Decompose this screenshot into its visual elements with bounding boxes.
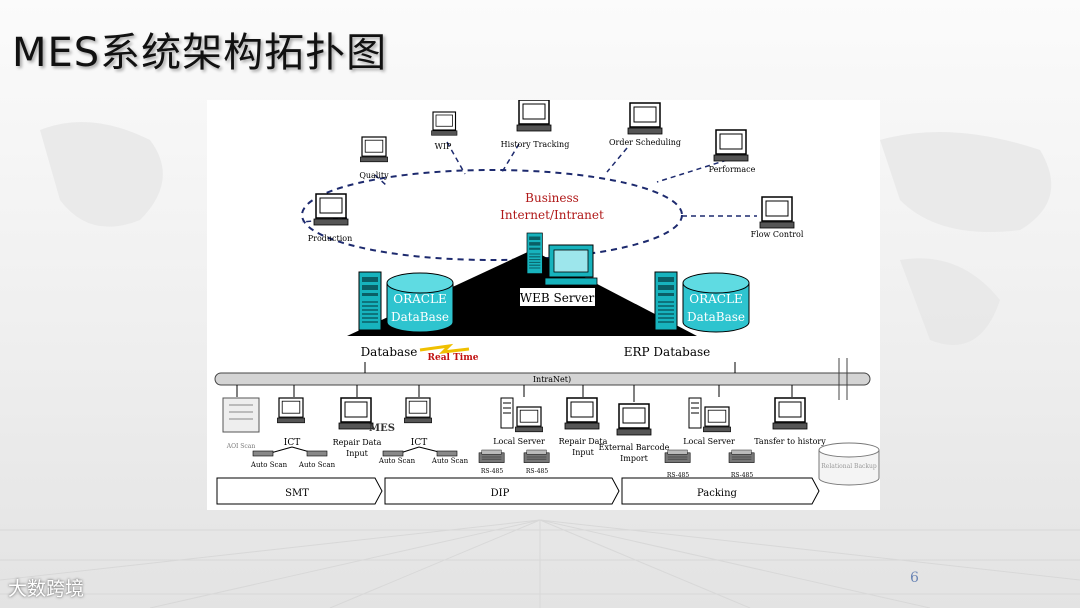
erp-database: ORACLE DataBase ERP Database — [624, 271, 750, 359]
production-terminal: Production — [308, 193, 353, 243]
external-barcode-import: External Barcode Import — [599, 403, 670, 463]
oracle-left-1: ORACLE — [393, 292, 446, 306]
rs485-2: RS-485 — [526, 468, 549, 475]
production-label: Production — [308, 234, 353, 243]
rs485-3: RS-485 — [667, 472, 690, 479]
stage-dip-label: DIP — [491, 488, 510, 499]
mes-label: MES — [369, 423, 395, 434]
wip-label: WIP — [435, 142, 452, 151]
erp-database-label: ERP Database — [624, 345, 711, 359]
cloud-label-2: Internet/Intranet — [500, 208, 604, 222]
stage-arrow-dip: DIP — [384, 477, 620, 505]
aoi-scan-machine: AOI Scan — [222, 397, 260, 450]
ext-barcode-label-1: External Barcode — [599, 443, 670, 452]
auto-scan-1: Auto Scan — [250, 461, 288, 469]
order-label: Order Scheduling — [609, 138, 681, 147]
intranet-bus — [214, 372, 871, 386]
transfer-to-history: Tansfer to history — [754, 397, 826, 446]
database-label: Database — [361, 345, 418, 359]
performance-terminal: Performace — [709, 129, 756, 174]
history-tracking-terminal: History Tracking — [501, 99, 570, 149]
auto-scan-3: Auto Scan — [378, 457, 416, 465]
wip-terminal: WIP — [430, 111, 458, 151]
stage-arrow-smt: SMT — [216, 477, 383, 505]
history-database: Relational Backup — [818, 442, 880, 486]
quality-terminal: Quality — [359, 136, 389, 180]
auto-scan-2: Auto Scan — [298, 461, 336, 469]
local-server-2-label: Local Server — [683, 437, 735, 446]
watermark-logo: 大数跨境 — [8, 578, 85, 600]
rs485-1: RS-485 — [481, 468, 504, 475]
web-server: WEB Server — [520, 232, 598, 306]
local-server-1-label: Local Server — [493, 437, 545, 446]
rs485-4: RS-485 — [731, 472, 754, 479]
flow-control-label: Flow Control — [751, 230, 804, 239]
realtime-link-icon — [419, 343, 470, 354]
flow-control-terminal: Flow Control — [751, 196, 804, 239]
ict2-label: ICT — [411, 438, 427, 448]
repair1-label-1: Repair Data — [333, 438, 382, 447]
oracle-right-1: ORACLE — [689, 292, 742, 306]
ict-station-1: ICT Auto Scan Auto Scan — [250, 397, 336, 469]
stage-smt-label: SMT — [285, 488, 309, 499]
order-scheduling-terminal: Order Scheduling — [609, 102, 681, 147]
repair2-label-1: Repair Data — [559, 437, 608, 446]
mes-topology-diagram: Business Internet/Intranet Quality WIP H… — [207, 99, 880, 510]
business-intranet-cloud — [301, 169, 683, 261]
slide-title: MES系统架构拓扑图 — [12, 30, 388, 76]
page-number: 6 — [910, 570, 919, 586]
history-db-label: Relational Backup — [821, 463, 877, 470]
ext-barcode-label-2: Import — [620, 454, 649, 463]
aoi-label: AOI Scan — [226, 443, 256, 450]
mes-database: ORACLE DataBase Database — [358, 271, 454, 359]
oracle-left-2: DataBase — [391, 310, 449, 324]
transfer-label: Tansfer to history — [754, 437, 826, 446]
performance-label: Performace — [709, 165, 756, 174]
stage-arrow-packing: Packing — [621, 477, 820, 505]
local-server-2: Local Server RS-485 RS-485 — [664, 397, 755, 479]
quality-label: Quality — [359, 171, 389, 180]
web-server-label: WEB Server — [520, 291, 595, 305]
cloud-label-1: Business — [525, 191, 579, 205]
local-server-1: Local Server RS-485 RS-485 — [478, 397, 550, 475]
realtime-label: Real Time — [428, 353, 479, 363]
ict-station-2: ICT Auto Scan Auto Scan — [378, 397, 469, 465]
repair-data-input-2: Repair Data Input — [559, 397, 608, 457]
oracle-right-2: DataBase — [687, 310, 745, 324]
stage-packing-label: Packing — [697, 488, 738, 499]
intranet-label: IntraNet) — [533, 375, 571, 384]
ict1-label: ICT — [284, 438, 300, 448]
auto-scan-4: Auto Scan — [431, 457, 469, 465]
repair-data-input-1: Repair Data Input — [333, 397, 382, 458]
repair2-label-2: Input — [572, 448, 595, 457]
repair1-label-2: Input — [346, 449, 369, 458]
history-label: History Tracking — [501, 140, 570, 149]
